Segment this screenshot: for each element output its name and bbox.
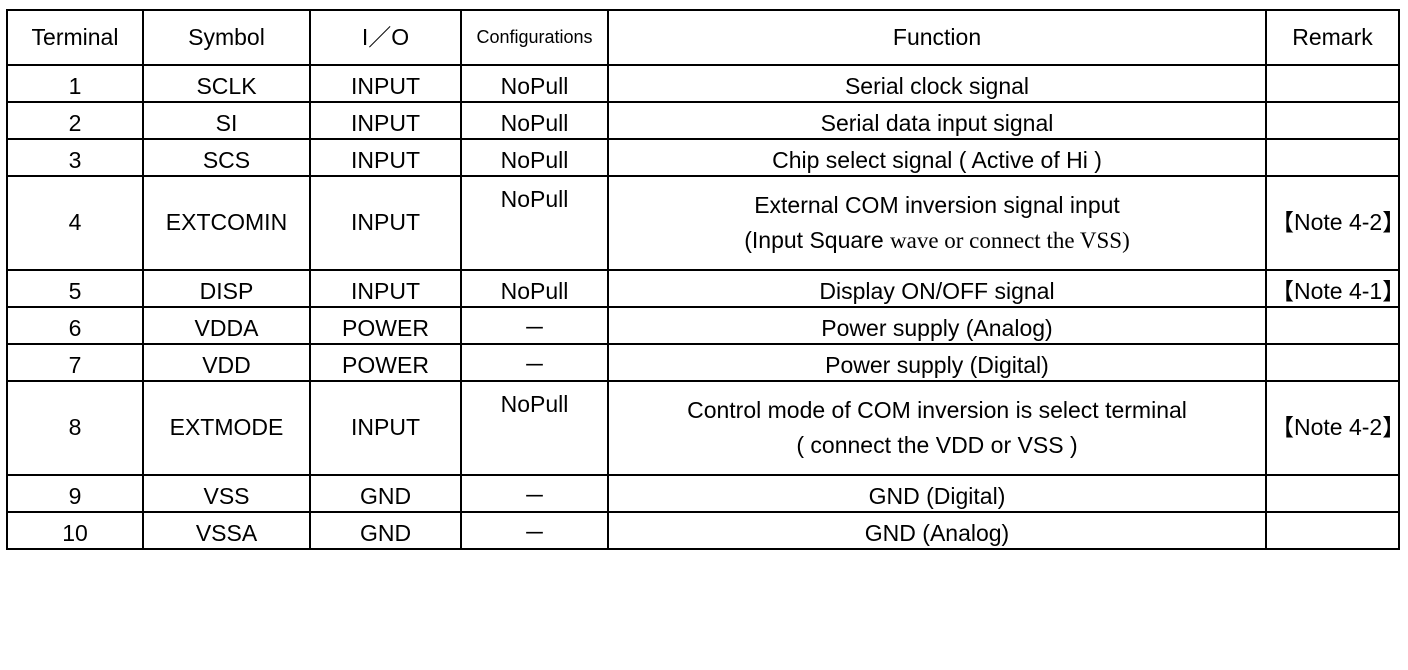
header-symbol: Symbol (142, 9, 311, 66)
cell-symbol: SI (142, 101, 311, 140)
header-function: Function (607, 9, 1267, 66)
cell-function: Control mode of COM inversion is select … (607, 380, 1267, 476)
cell-terminal: 7 (6, 343, 144, 382)
cell-symbol: SCLK (142, 64, 311, 103)
cell-symbol: EXTMODE (142, 380, 311, 476)
cell-function: Power supply (Digital) (607, 343, 1267, 382)
cell-terminal: 5 (6, 269, 144, 308)
cell-io: INPUT (309, 138, 462, 177)
function-line-2b: wave or connect the VSS) (890, 228, 1130, 253)
cell-function: Serial data input signal (607, 101, 1267, 140)
function-line-2a: (Input Square (744, 227, 890, 253)
cell-io: POWER (309, 343, 462, 382)
cell-function: Power supply (Analog) (607, 306, 1267, 345)
cell-function: External COM inversion signal input (Inp… (607, 175, 1267, 271)
cell-remark: 【Note 4-2】 (1265, 380, 1400, 476)
cell-remark (1265, 474, 1400, 513)
function-line-1: External COM inversion signal input (754, 191, 1120, 218)
table-row: 5 DISP INPUT NoPull Display ON/OFF signa… (6, 269, 1400, 308)
cell-remark (1265, 64, 1400, 103)
cell-function: Serial clock signal (607, 64, 1267, 103)
function-line-2: (Input Square wave or connect the VSS) (613, 227, 1261, 253)
cell-configuration: － (460, 306, 609, 345)
cell-symbol: VSSA (142, 511, 311, 550)
cell-io: INPUT (309, 175, 462, 271)
cell-symbol: VSS (142, 474, 311, 513)
function-line-2: ( connect the VDD or VSS ) (796, 432, 1078, 458)
table-row: 6 VDDA POWER － Power supply (Analog) (6, 306, 1400, 345)
cell-symbol: VDD (142, 343, 311, 382)
cell-configuration: NoPull (460, 175, 609, 271)
cell-configuration: NoPull (460, 138, 609, 177)
cell-terminal: 2 (6, 101, 144, 140)
cell-configuration: － (460, 511, 609, 550)
table-row: 7 VDD POWER － Power supply (Digital) (6, 343, 1400, 382)
cell-configuration: NoPull (460, 64, 609, 103)
cell-terminal: 9 (6, 474, 144, 513)
cell-io: GND (309, 474, 462, 513)
cell-remark (1265, 306, 1400, 345)
cell-configuration: － (460, 343, 609, 382)
cell-io: GND (309, 511, 462, 550)
cell-function: Display ON/OFF signal (607, 269, 1267, 308)
table-row: 8 EXTMODE INPUT NoPull Control mode of C… (6, 380, 1400, 476)
cell-io: INPUT (309, 269, 462, 308)
header-remark: Remark (1265, 9, 1400, 66)
cell-symbol: SCS (142, 138, 311, 177)
table-row: 4 EXTCOMIN INPUT NoPull External COM inv… (6, 175, 1400, 271)
cell-symbol: EXTCOMIN (142, 175, 311, 271)
cell-configuration: NoPull (460, 380, 609, 476)
header-configurations: Configurations (460, 9, 609, 66)
cell-configuration: NoPull (460, 269, 609, 308)
cell-io: POWER (309, 306, 462, 345)
table-row: 3 SCS INPUT NoPull Chip select signal ( … (6, 138, 1400, 177)
header-io: I／O (309, 9, 462, 66)
cell-terminal: 8 (6, 380, 144, 476)
header-terminal: Terminal (6, 9, 144, 66)
table-row: 2 SI INPUT NoPull Serial data input sign… (6, 101, 1400, 140)
cell-remark: 【Note 4-1】 (1265, 269, 1400, 308)
cell-symbol: DISP (142, 269, 311, 308)
cell-configuration: NoPull (460, 101, 609, 140)
cell-symbol: VDDA (142, 306, 311, 345)
cell-remark (1265, 101, 1400, 140)
cell-io: INPUT (309, 101, 462, 140)
cell-remark (1265, 343, 1400, 382)
cell-function: Chip select signal ( Active of Hi ) (607, 138, 1267, 177)
cell-terminal: 6 (6, 306, 144, 345)
cell-io: INPUT (309, 380, 462, 476)
cell-function: GND (Analog) (607, 511, 1267, 550)
cell-configuration: － (460, 474, 609, 513)
table-row: 9 VSS GND － GND (Digital) (6, 474, 1400, 513)
cell-function: GND (Digital) (607, 474, 1267, 513)
cell-remark (1265, 138, 1400, 177)
cell-remark (1265, 511, 1400, 550)
cell-remark: 【Note 4-2】 (1265, 175, 1400, 271)
table-row: 1 SCLK INPUT NoPull Serial clock signal (6, 64, 1400, 103)
cell-terminal: 3 (6, 138, 144, 177)
table-row: 10 VSSA GND － GND (Analog) (6, 511, 1400, 550)
cell-terminal: 1 (6, 64, 144, 103)
pin-assignment-table: Terminal Symbol I／O Configurations Funct… (6, 9, 1400, 550)
function-line-1: Control mode of COM inversion is select … (687, 396, 1187, 423)
cell-io: INPUT (309, 64, 462, 103)
cell-terminal: 4 (6, 175, 144, 271)
header-row: Terminal Symbol I／O Configurations Funct… (6, 9, 1400, 66)
cell-terminal: 10 (6, 511, 144, 550)
